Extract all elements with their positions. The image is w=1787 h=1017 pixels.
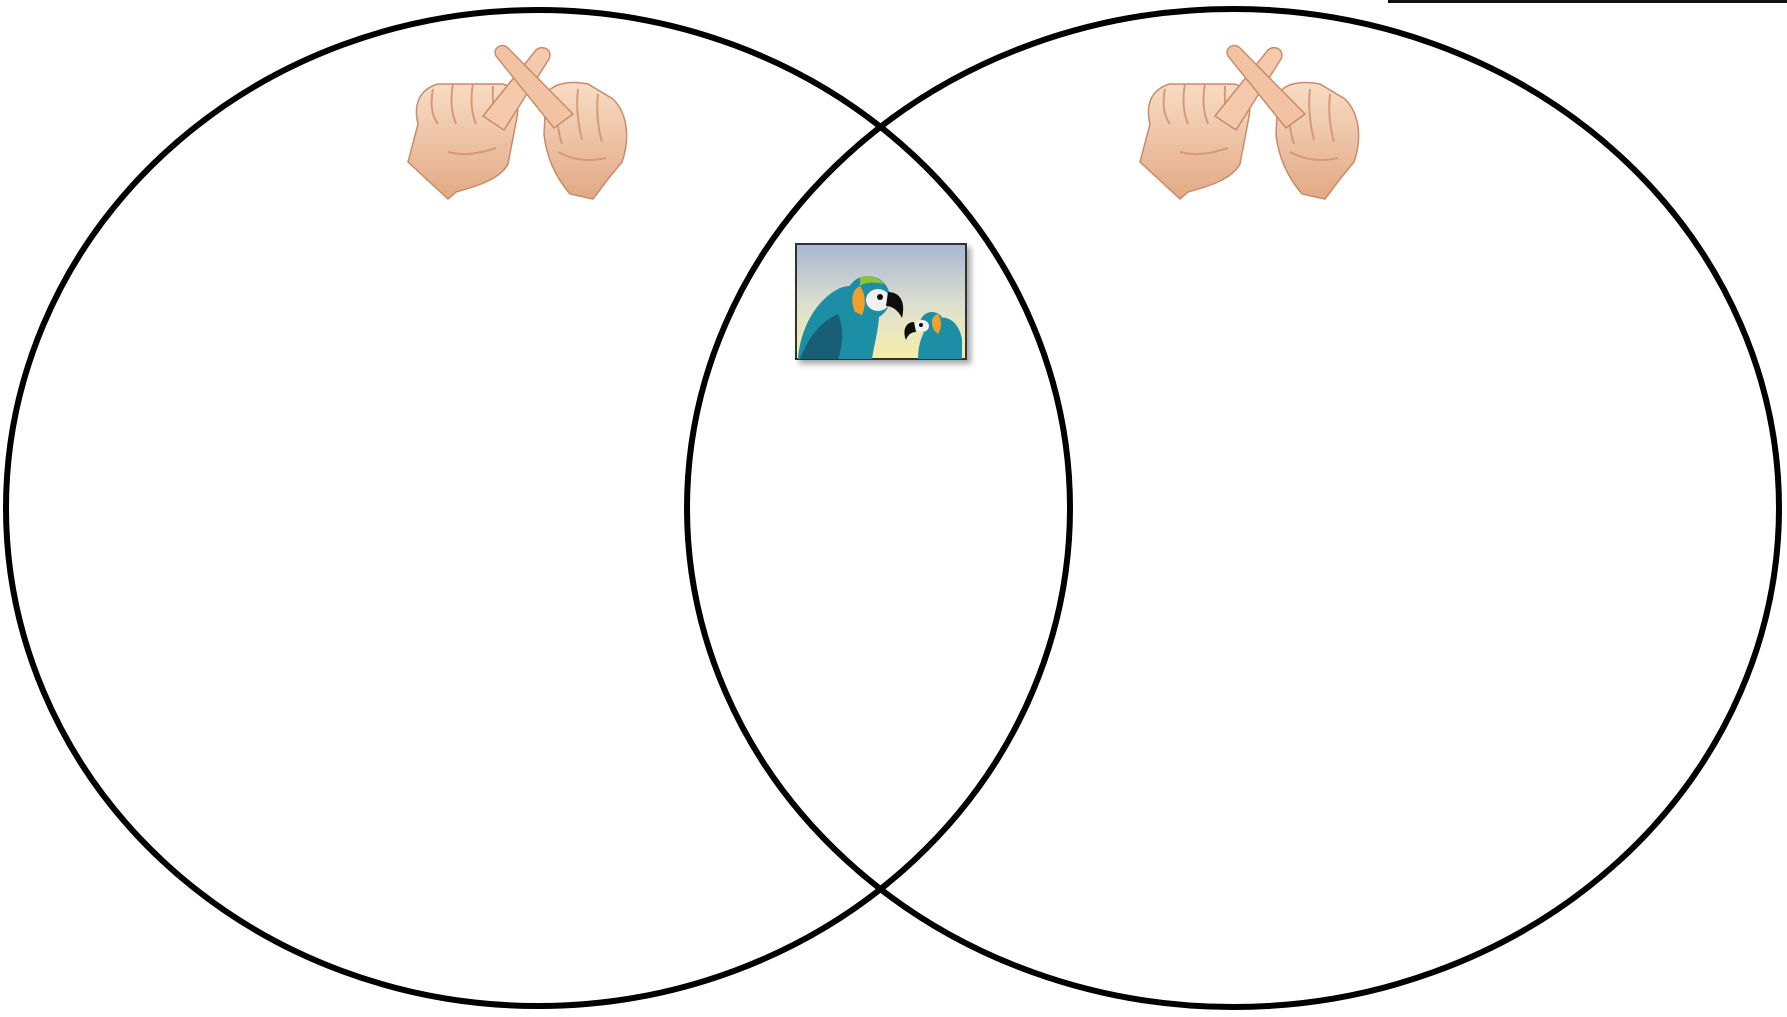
crossed-fingers-icon bbox=[408, 46, 627, 199]
parrots-picture-icon bbox=[796, 244, 966, 359]
crossed-fingers-icon bbox=[1140, 46, 1359, 199]
left-circle bbox=[6, 10, 1070, 1006]
